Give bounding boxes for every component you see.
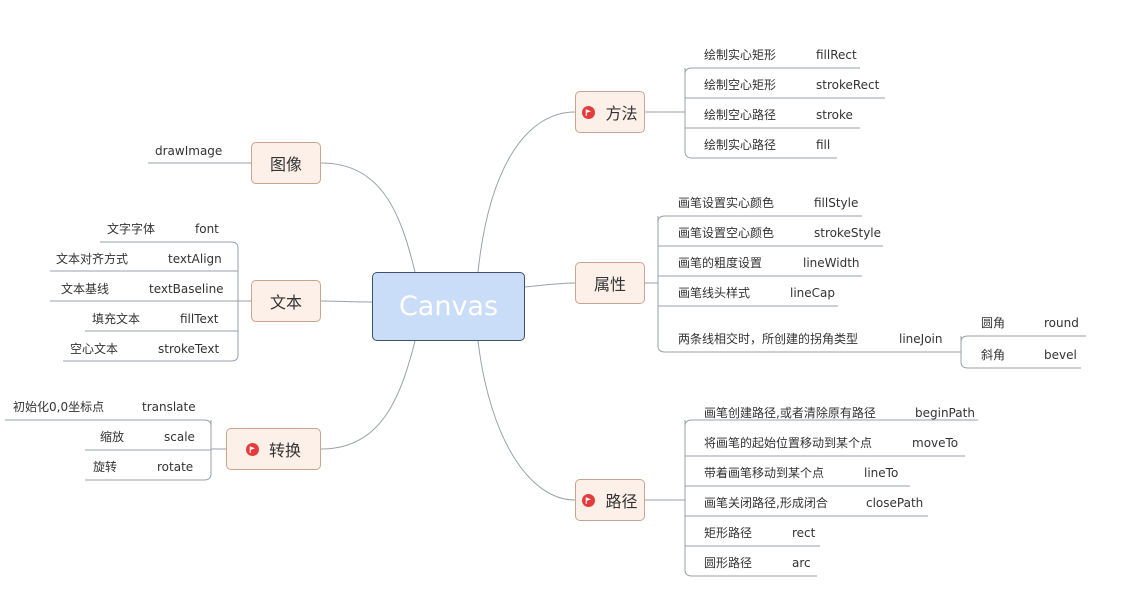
path-item-label[interactable]: 将画笔的起始位置移动到某个点: [704, 436, 873, 450]
flag-icon: [245, 442, 259, 456]
transform-item-value[interactable]: rotate: [157, 460, 194, 474]
text-item-label[interactable]: 文字字体: [107, 222, 156, 236]
transform-item-label[interactable]: 缩放: [100, 430, 125, 444]
topic-text[interactable]: 文本: [251, 280, 321, 322]
topic-image[interactable]: 图像: [251, 142, 321, 184]
path-item-value[interactable]: moveTo: [912, 436, 959, 450]
text-item-value[interactable]: strokeText: [158, 342, 220, 356]
topic-attr[interactable]: 属性: [575, 262, 645, 304]
linejoin-item-label[interactable]: 斜角: [981, 348, 1006, 362]
text-item-value[interactable]: textBaseline: [149, 282, 224, 296]
attr-item-label[interactable]: 画笔线头样式: [678, 286, 751, 300]
path-item-label[interactable]: 带着画笔移动到某个点: [704, 466, 825, 480]
transform-item-label[interactable]: 初始化0,0坐标点: [13, 400, 105, 414]
method-item-label[interactable]: 绘制实心矩形: [704, 48, 777, 62]
text-item-label[interactable]: 填充文本: [92, 312, 141, 326]
transform-item-value[interactable]: scale: [164, 430, 195, 444]
path-item-label[interactable]: 画笔创建路径,或者清除原有路径: [704, 406, 876, 420]
method-item-value[interactable]: strokeRect: [816, 78, 880, 92]
attr-item-label[interactable]: 两条线相交时，所创建的拐角类型: [678, 332, 859, 346]
attr-item-label[interactable]: 画笔设置空心颜色: [678, 226, 775, 240]
path-item-value[interactable]: rect: [792, 526, 816, 540]
path-item-label[interactable]: 画笔关闭路径,形成闭合: [704, 496, 828, 510]
path-item-value[interactable]: beginPath: [915, 406, 975, 420]
topic-label: 方法: [605, 104, 638, 123]
attr-item-label[interactable]: 画笔设置实心颜色: [678, 196, 775, 210]
text-item-value[interactable]: textAlign: [168, 252, 222, 266]
path-item-label[interactable]: 矩形路径: [704, 526, 753, 540]
text-item-label[interactable]: 文本基线: [61, 282, 110, 296]
linejoin-item-value[interactable]: round: [1044, 316, 1079, 330]
text-item-label[interactable]: 空心文本: [70, 342, 119, 356]
linejoin-item-label[interactable]: 圆角: [981, 316, 1006, 330]
topic-label: 转换: [268, 441, 301, 460]
attr-item-value[interactable]: fillStyle: [814, 196, 859, 210]
topic-transform[interactable]: 转换: [226, 428, 321, 470]
topic-label: 路径: [605, 492, 638, 511]
path-item-value[interactable]: lineTo: [864, 466, 899, 480]
text-item-value[interactable]: font: [195, 222, 219, 236]
method-item-value[interactable]: stroke: [816, 108, 853, 122]
method-item-value[interactable]: fill: [816, 138, 831, 152]
attr-item-value[interactable]: lineWidth: [803, 256, 860, 270]
text-item-value[interactable]: fillText: [180, 312, 219, 326]
flag-icon: [582, 493, 596, 507]
text-item-label[interactable]: 文本对齐方式: [56, 252, 129, 266]
method-item-label[interactable]: 绘制空心路径: [704, 108, 777, 122]
root-node[interactable]: Canvas: [372, 272, 525, 341]
path-item-label[interactable]: 圆形路径: [704, 556, 753, 570]
topic-label: 图像: [269, 155, 302, 174]
flag-icon: [582, 105, 596, 119]
attr-item-value[interactable]: lineJoin: [899, 332, 943, 346]
image-item-label[interactable]: drawImage: [155, 144, 223, 158]
topic-label: 文本: [269, 293, 302, 312]
path-item-value[interactable]: arc: [792, 556, 811, 570]
method-item-label[interactable]: 绘制空心矩形: [704, 78, 777, 92]
transform-item-label[interactable]: 旋转: [93, 460, 118, 474]
linejoin-item-value[interactable]: bevel: [1044, 348, 1077, 362]
transform-item-value[interactable]: translate: [142, 400, 196, 414]
path-item-value[interactable]: closePath: [866, 496, 924, 510]
attr-item-value[interactable]: strokeStyle: [814, 226, 882, 240]
attr-item-value[interactable]: lineCap: [790, 286, 836, 300]
attr-item-label[interactable]: 画笔的粗度设置: [678, 256, 763, 270]
topic-method[interactable]: 方法: [575, 91, 645, 133]
method-item-label[interactable]: 绘制实心路径: [704, 138, 777, 152]
topic-path[interactable]: 路径: [575, 479, 645, 521]
topic-label: 属性: [593, 275, 626, 294]
method-item-value[interactable]: fillRect: [816, 48, 857, 62]
